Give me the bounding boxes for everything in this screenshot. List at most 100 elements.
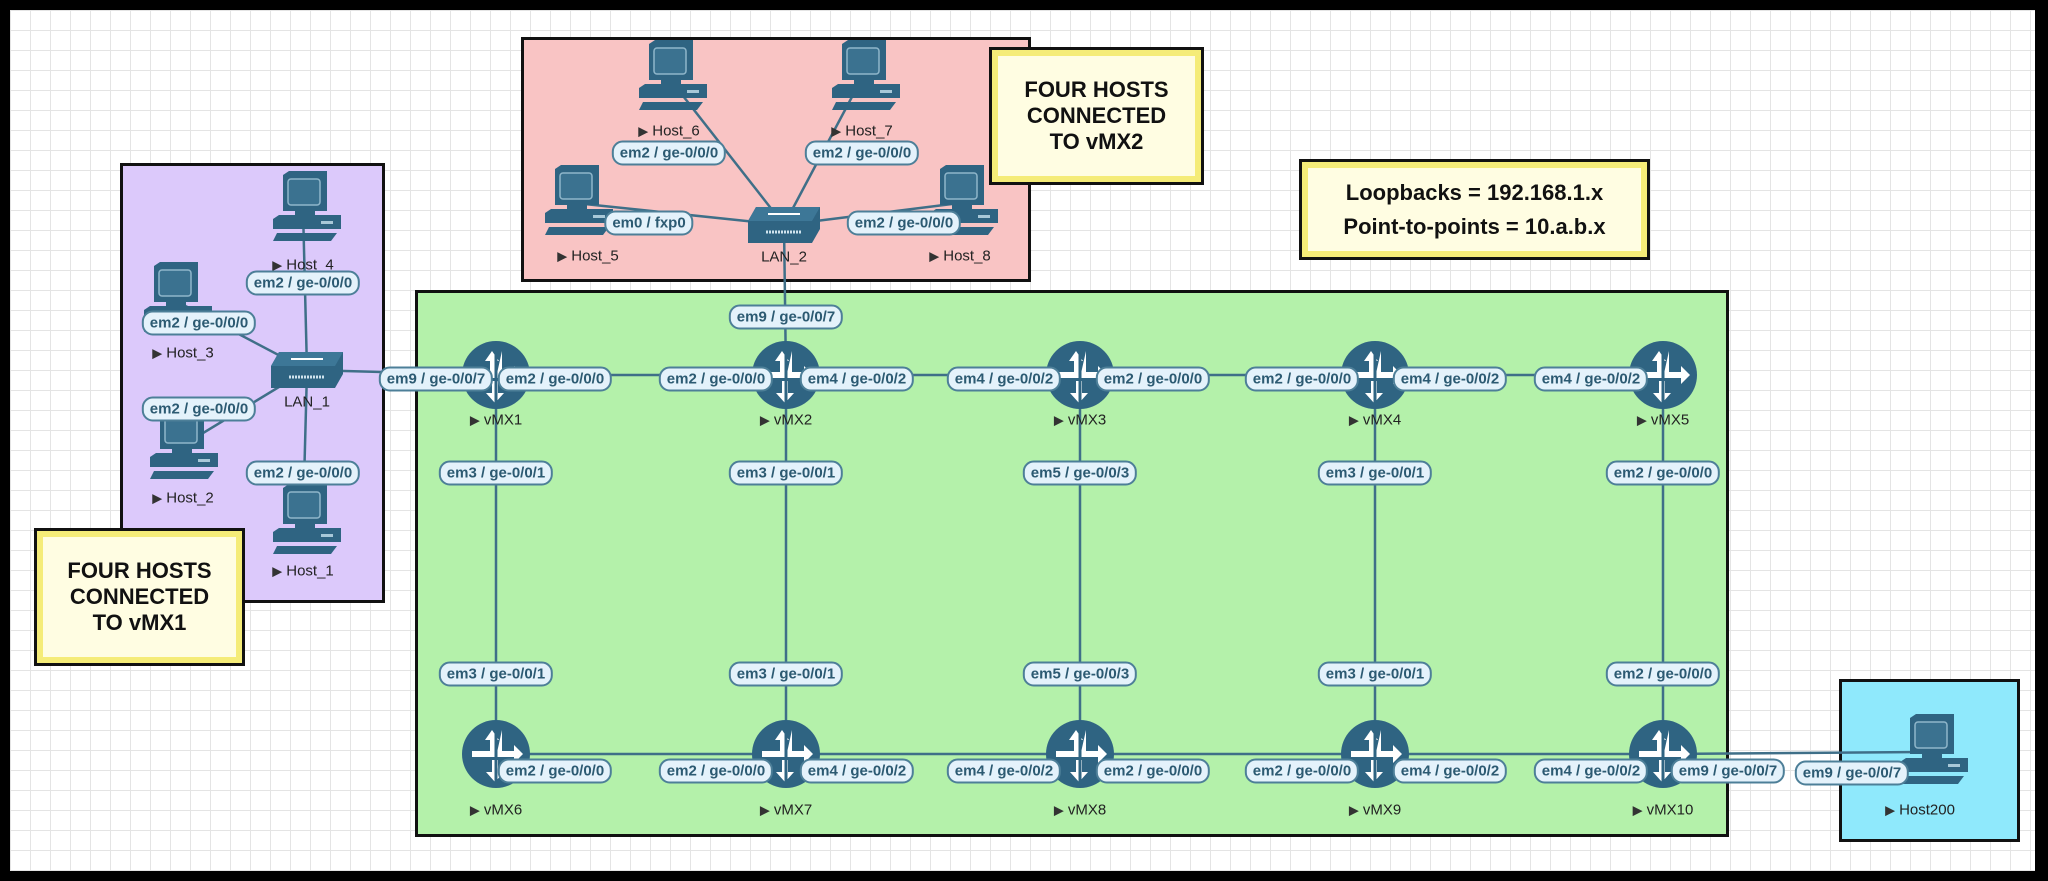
note-line: FOUR HOSTS — [67, 558, 212, 583]
expand-triangle-icon[interactable]: ▶ — [152, 490, 163, 506]
router-label[interactable]: ▶vMX7 — [760, 802, 812, 819]
host-label[interactable]: ▶Host_2 — [152, 490, 214, 507]
note-line: TO vMX1 — [92, 610, 187, 635]
node-name: vMX7 — [773, 801, 813, 819]
interface-label[interactable]: em3 / ge-0/0/1 — [438, 661, 554, 687]
router-icon — [1046, 341, 1114, 409]
interface-label[interactable]: em4 / ge-0/0/2 — [946, 758, 1062, 784]
expand-triangle-icon[interactable]: ▶ — [1348, 412, 1359, 428]
interface-label[interactable]: em2 / ge-0/0/0 — [611, 140, 727, 166]
host-label[interactable]: ▶Host_4 — [272, 257, 334, 274]
interface-label[interactable]: em4 / ge-0/0/2 — [1392, 366, 1508, 392]
interface-label[interactable]: em2 / ge-0/0/0 — [1095, 758, 1211, 784]
interface-label[interactable]: em2 / ge-0/0/0 — [804, 140, 920, 166]
interface-label[interactable]: em2 / ge-0/0/0 — [846, 210, 962, 236]
expand-triangle-icon[interactable]: ▶ — [759, 802, 770, 818]
interface-label[interactable]: em0 / fxp0 — [604, 210, 694, 236]
interface-label[interactable]: em9 / ge-0/0/7 — [1670, 758, 1786, 784]
host-label[interactable]: ▶Host_8 — [929, 248, 991, 265]
interface-label[interactable]: em5 / ge-0/0/3 — [1022, 661, 1138, 687]
expand-triangle-icon[interactable]: ▶ — [1636, 412, 1647, 428]
router-label[interactable]: ▶vMX6 — [470, 802, 522, 819]
expand-triangle-icon[interactable]: ▶ — [759, 412, 770, 428]
expand-triangle-icon[interactable]: ▶ — [152, 345, 163, 361]
interface-label[interactable]: em4 / ge-0/0/2 — [799, 758, 915, 784]
expand-triangle-icon[interactable]: ▶ — [831, 123, 842, 139]
node-name: Host_6 — [652, 122, 700, 140]
interface-label[interactable]: em9 / ge-0/0/7 — [728, 304, 844, 330]
host-label[interactable]: ▶Host200 — [1885, 802, 1955, 819]
interface-label[interactable]: em9 / ge-0/0/7 — [378, 366, 494, 392]
interface-label[interactable]: em2 / ge-0/0/0 — [245, 460, 361, 486]
interface-label[interactable]: em2 / ge-0/0/0 — [497, 366, 613, 392]
interface-label[interactable]: em2 / ge-0/0/0 — [141, 396, 257, 422]
switch-label[interactable]: LAN_1 — [284, 393, 330, 411]
expand-triangle-icon[interactable]: ▶ — [1053, 412, 1064, 428]
expand-triangle-icon[interactable]: ▶ — [272, 257, 283, 273]
interface-label[interactable]: em4 / ge-0/0/2 — [799, 366, 915, 392]
router-label[interactable]: ▶vMX3 — [1054, 412, 1106, 429]
expand-triangle-icon[interactable]: ▶ — [469, 412, 480, 428]
interface-label[interactable]: em2 / ge-0/0/0 — [245, 270, 361, 296]
interface-label[interactable]: em4 / ge-0/0/2 — [1533, 366, 1649, 392]
host-label[interactable]: ▶Host_6 — [638, 123, 700, 140]
switch-label[interactable]: LAN_2 — [761, 248, 807, 266]
node-name: Host_4 — [286, 256, 334, 274]
expand-triangle-icon[interactable]: ▶ — [1348, 802, 1359, 818]
router-label[interactable]: ▶vMX9 — [1349, 802, 1401, 819]
expand-triangle-icon[interactable]: ▶ — [1885, 802, 1896, 818]
interface-label[interactable]: em2 / ge-0/0/0 — [658, 758, 774, 784]
host-label[interactable]: ▶Host_3 — [152, 345, 214, 362]
node-name: Host_2 — [166, 489, 214, 507]
interface-label[interactable]: em5 / ge-0/0/3 — [1022, 460, 1138, 486]
expand-triangle-icon[interactable]: ▶ — [557, 248, 568, 264]
router-icon — [1341, 341, 1409, 409]
router-icon — [1629, 341, 1697, 409]
interface-label[interactable]: em2 / ge-0/0/0 — [497, 758, 613, 784]
router-label[interactable]: ▶vMX1 — [470, 412, 522, 429]
expand-triangle-icon[interactable]: ▶ — [929, 248, 940, 264]
host-label[interactable]: ▶Host_7 — [831, 123, 893, 140]
interface-label[interactable]: em2 / ge-0/0/0 — [1605, 661, 1721, 687]
node-name: vMX10 — [1646, 801, 1694, 819]
node-name: vMX5 — [1650, 411, 1690, 429]
interface-label[interactable]: em3 / ge-0/0/1 — [1317, 661, 1433, 687]
node-name: Host_8 — [943, 247, 991, 265]
interface-label[interactable]: em2 / ge-0/0/0 — [1244, 758, 1360, 784]
expand-triangle-icon[interactable]: ▶ — [638, 123, 649, 139]
interface-label[interactable]: em3 / ge-0/0/1 — [438, 460, 554, 486]
interface-label[interactable]: em9 / ge-0/0/7 — [1794, 760, 1910, 786]
note-line: CONNECTED — [1026, 103, 1167, 128]
interface-label[interactable]: em2 / ge-0/0/0 — [1095, 366, 1211, 392]
interface-label[interactable]: em2 / ge-0/0/0 — [1244, 366, 1360, 392]
expand-triangle-icon[interactable]: ▶ — [272, 563, 283, 579]
interface-label[interactable]: em2 / ge-0/0/0 — [141, 310, 257, 336]
host-label[interactable]: ▶Host_1 — [272, 563, 334, 580]
expand-triangle-icon[interactable]: ▶ — [469, 802, 480, 818]
interface-label[interactable]: em3 / ge-0/0/1 — [728, 661, 844, 687]
router-icon — [752, 341, 820, 409]
interface-label[interactable]: em2 / ge-0/0/0 — [1605, 460, 1721, 486]
interface-label[interactable]: em3 / ge-0/0/1 — [728, 460, 844, 486]
router-label[interactable]: ▶vMX5 — [1637, 412, 1689, 429]
node-name: Host_5 — [571, 247, 619, 265]
router-label[interactable]: ▶vMX2 — [760, 412, 812, 429]
note-line: FOUR HOSTS — [1024, 77, 1169, 102]
host-label[interactable]: ▶Host_5 — [557, 248, 619, 265]
router-label[interactable]: ▶vMX8 — [1054, 802, 1106, 819]
interface-label[interactable]: em4 / ge-0/0/2 — [1392, 758, 1508, 784]
note-line: CONNECTED — [69, 584, 210, 609]
interface-label[interactable]: em4 / ge-0/0/2 — [946, 366, 1062, 392]
expand-triangle-icon[interactable]: ▶ — [1053, 802, 1064, 818]
router-label[interactable]: ▶vMX10 — [1633, 802, 1694, 819]
interface-label[interactable]: em4 / ge-0/0/2 — [1533, 758, 1649, 784]
interface-label[interactable]: em3 / ge-0/0/1 — [1317, 460, 1433, 486]
node-name: Host_1 — [286, 562, 334, 580]
expand-triangle-icon[interactable]: ▶ — [1632, 802, 1643, 818]
interface-label[interactable]: em2 / ge-0/0/0 — [658, 366, 774, 392]
note-line: TO vMX2 — [1049, 129, 1144, 154]
router-label[interactable]: ▶vMX4 — [1349, 412, 1401, 429]
switch-icon — [271, 352, 343, 388]
